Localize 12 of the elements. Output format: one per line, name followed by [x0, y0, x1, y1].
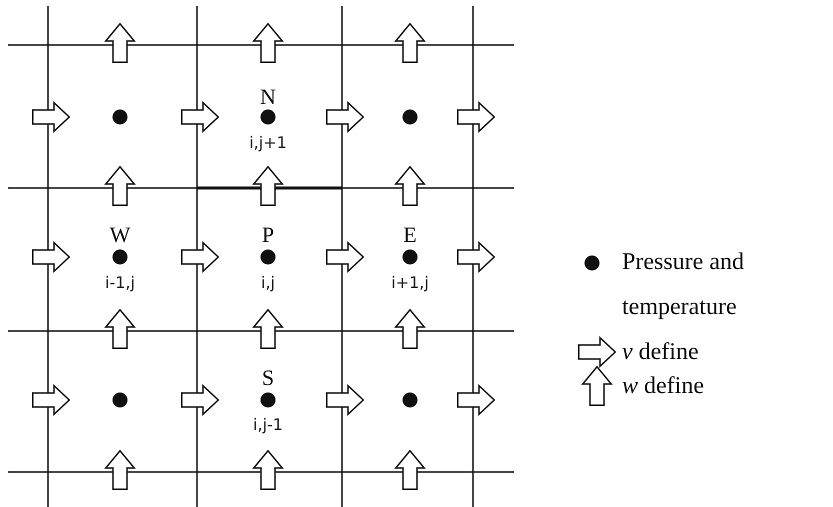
legend-text: v define — [622, 340, 700, 364]
node-letter: P — [262, 224, 274, 246]
index-label: i,j — [261, 275, 275, 291]
index-label: i-1,j — [105, 275, 135, 291]
node-letter: E — [403, 224, 417, 246]
index-label: i+1,j — [391, 275, 429, 291]
node-letter: S — [262, 367, 274, 389]
node-letter: W — [110, 224, 130, 246]
index-label: i,j+1 — [249, 135, 287, 151]
legend-text: w define — [622, 374, 705, 398]
index-label: i,j-1 — [253, 417, 283, 433]
node-letter: N — [260, 86, 276, 108]
